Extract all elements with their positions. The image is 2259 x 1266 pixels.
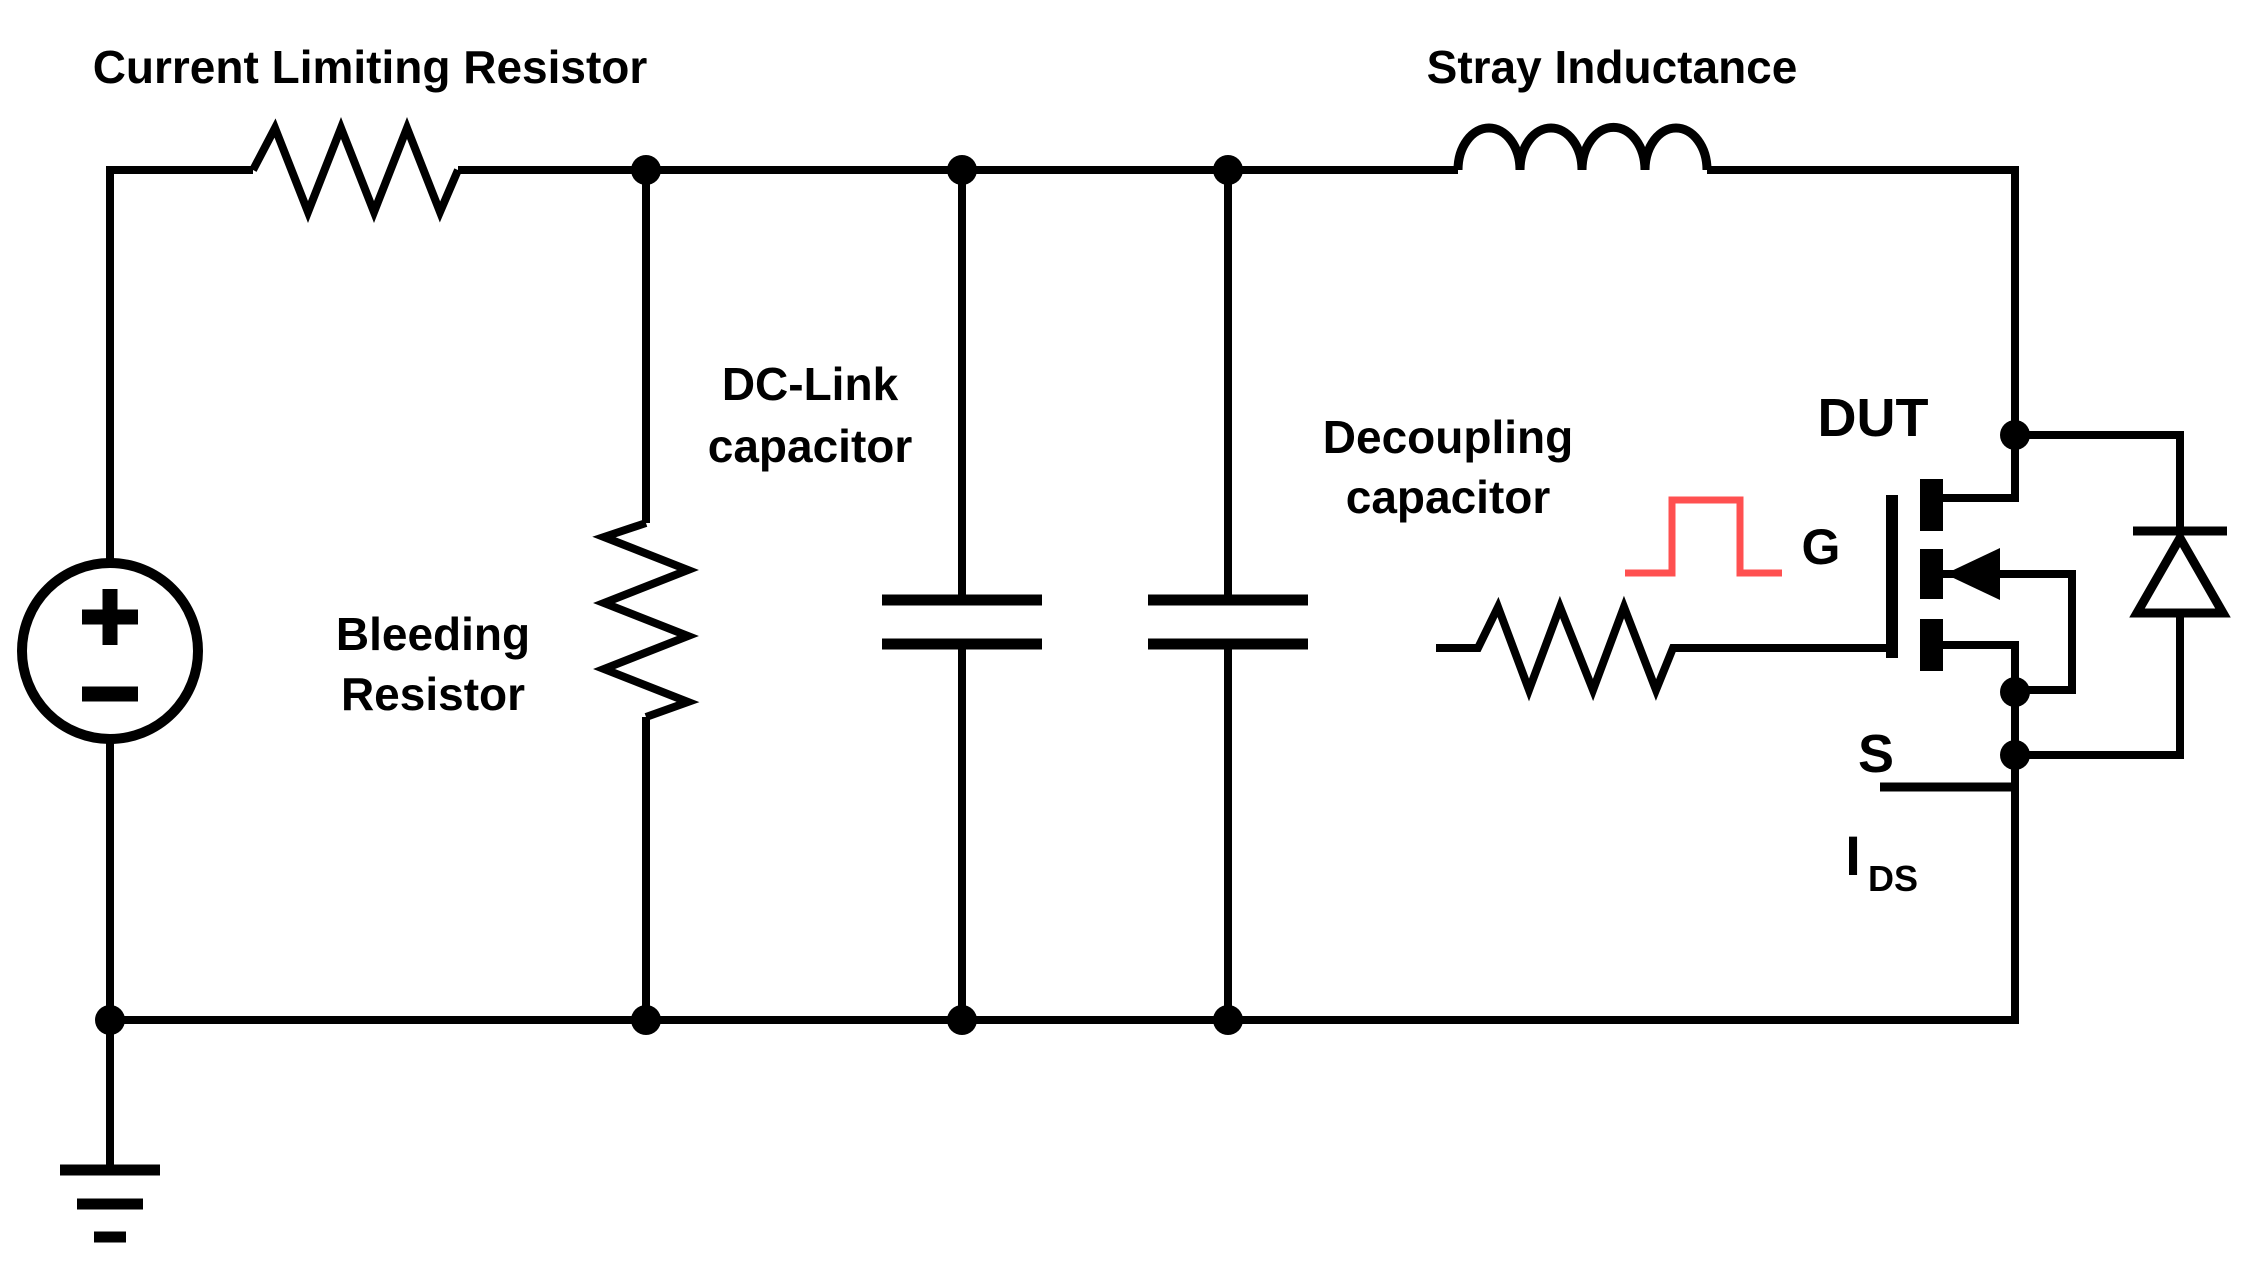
label-decoupling-line2: capacitor — [1346, 471, 1551, 523]
mosfet-drain-lead — [1943, 435, 2019, 502]
mosfet-channel-segment-source — [1920, 619, 1943, 671]
stray-inductor — [1453, 122, 1712, 171]
diode-triangle — [2129, 528, 2231, 618]
label-decoupling-line1: Decoupling — [1323, 411, 1573, 463]
gate-resistor — [1436, 595, 1886, 702]
label-dc-link-line2: capacitor — [708, 420, 913, 472]
junction-dot — [631, 1005, 661, 1035]
diode-bottom-lead — [2015, 613, 2184, 759]
gate-pulse-waveform — [1625, 496, 1782, 577]
voltage-source-circle — [17, 558, 203, 744]
wire-top-right-corner — [1707, 166, 2019, 435]
inductor-coils — [1453, 122, 1712, 171]
label-bleeding-line1: Bleeding — [336, 608, 530, 660]
mosfet-body-lead — [1943, 570, 2076, 694]
label-bleeding-line2: Resistor — [341, 668, 525, 720]
junction-dot — [1213, 1005, 1243, 1035]
mosfet-channel-segment-body — [1920, 549, 1943, 599]
junction-dot — [631, 155, 661, 185]
dc-link-capacitor — [882, 170, 1042, 1020]
mosfet-gate-bar — [1886, 495, 1898, 658]
junction-dot — [2000, 677, 2030, 707]
resistor-zigzag — [249, 117, 462, 223]
label-ids-symbol: I — [1845, 824, 1861, 887]
decoupling-capacitor — [1148, 170, 1308, 1020]
junction-dot — [947, 1005, 977, 1035]
junction-dot — [947, 155, 977, 185]
plus-sign-icon — [82, 589, 138, 645]
mosfet-body-arrow-icon — [1945, 548, 2000, 600]
junction-dot — [1213, 155, 1243, 185]
bleeding-resistor-zigzag — [592, 519, 700, 721]
bleeding-resistor — [592, 170, 700, 1020]
junction-dot — [2000, 740, 2030, 770]
ground-symbol-icon — [60, 1020, 160, 1243]
current-limiting-resistor — [249, 117, 462, 223]
mosfet-dut — [1880, 435, 2076, 792]
label-gate-terminal: G — [1802, 519, 1841, 575]
label-dut: DUT — [1818, 388, 1929, 448]
wire-left-and-top-left — [106, 166, 253, 562]
voltage-source — [17, 558, 203, 744]
component-labels: Current Limiting Resistor Stray Inductan… — [93, 41, 1929, 899]
label-source-terminal: S — [1858, 724, 1894, 784]
gate-resistor-zigzag — [1436, 595, 1886, 702]
wire-bottom-bus-and-right — [106, 641, 2019, 1024]
circuit-wires — [106, 166, 2019, 1024]
label-current-limiting-resistor: Current Limiting Resistor — [93, 41, 648, 93]
label-ids-subscript: DS — [1868, 858, 1918, 899]
junction-dots — [95, 155, 2030, 1035]
body-diode — [2015, 431, 2231, 759]
label-stray-inductance: Stray Inductance — [1427, 41, 1798, 93]
mosfet-channel-segment-drain — [1920, 479, 1943, 531]
diode-top-lead — [2015, 431, 2184, 531]
junction-dot — [2000, 420, 2030, 450]
pulse-trace — [1625, 496, 1782, 577]
junction-dot — [95, 1005, 125, 1035]
label-dc-link-line1: DC-Link — [722, 358, 899, 410]
